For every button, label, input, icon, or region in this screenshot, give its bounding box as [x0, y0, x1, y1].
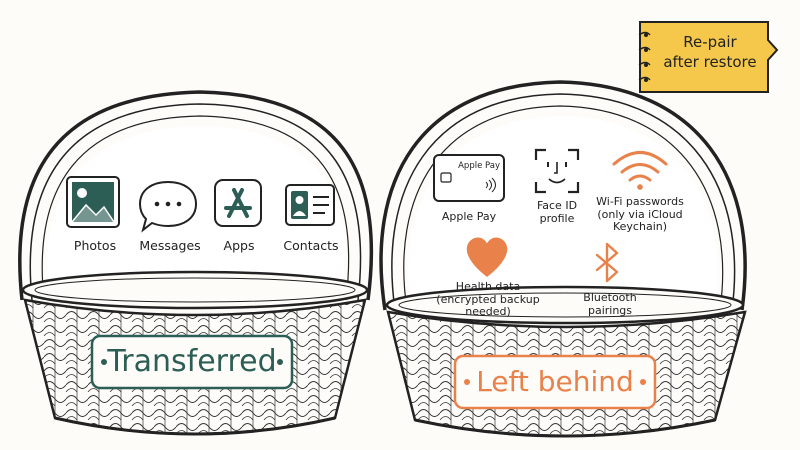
face-id-icon	[534, 148, 580, 194]
item-label-bluetooth: Bluetooth pairings	[583, 291, 637, 317]
wifi-icon	[612, 151, 668, 190]
left-behind-plate	[453, 354, 657, 410]
item-label-messages: Messages	[139, 238, 201, 253]
transferred-plate	[90, 334, 294, 390]
item-label-contacts: Contacts	[283, 238, 339, 253]
item-label-health: Health data (encrypted backup needed)	[436, 280, 540, 319]
re-pair-note	[638, 21, 779, 93]
heart-icon	[466, 237, 508, 277]
item-label-apps: Apps	[223, 238, 255, 253]
item-label-apple-pay: Apple Pay	[441, 210, 497, 223]
bluetooth-icon	[595, 242, 619, 283]
item-label-face-id: Face ID profile	[536, 199, 578, 225]
left-behind-label: Left behind	[476, 365, 634, 398]
note-text: Re-pair after restore	[663, 33, 757, 72]
transferred-label: Transferred	[107, 344, 277, 379]
apple-pay-card-icon	[433, 154, 505, 202]
messages-icon	[138, 180, 198, 233]
app-store-icon	[214, 179, 262, 227]
card-brand-text: Apple Pay	[458, 161, 500, 171]
item-label-wifi: Wi-Fi passwords (only via iCloud Keychai…	[596, 195, 684, 234]
item-label-photos: Photos	[73, 238, 117, 253]
contacts-icon	[285, 184, 335, 226]
photos-icon	[66, 176, 120, 228]
